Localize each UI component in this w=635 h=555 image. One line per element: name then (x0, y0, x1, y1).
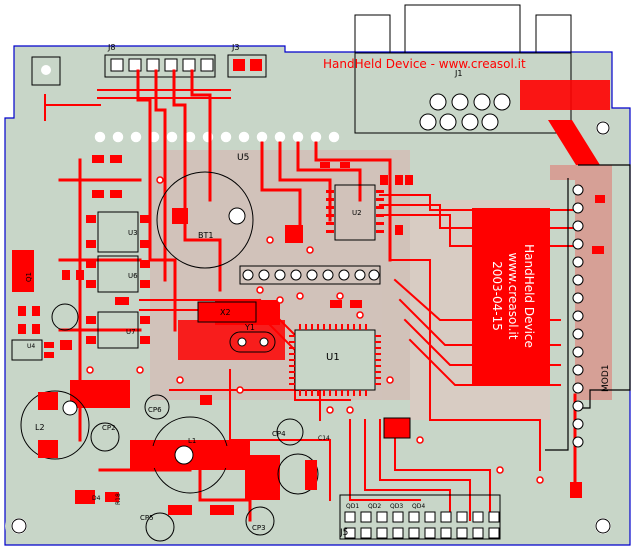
l2-inductor (20, 390, 90, 460)
cp5-label: CP5 (140, 514, 154, 522)
j5-connector (339, 494, 501, 540)
panel-line-3: 2003-04-15 (490, 261, 504, 331)
j3-label: J3 (231, 43, 239, 52)
y1-label: Y1 (244, 323, 255, 332)
r18-label: R18 (115, 493, 122, 505)
j5-label: J5 (339, 528, 348, 538)
u1-qfp (289, 324, 381, 396)
d4-label: D4 (92, 495, 101, 502)
q1-label: Q1 (25, 272, 33, 282)
j8-label: J8 (107, 43, 115, 52)
u2-ic (326, 184, 384, 241)
u3-label: U3 (128, 229, 138, 237)
c14-label: C14 (318, 435, 330, 442)
bt1-battery (156, 171, 254, 269)
u3-ic (86, 211, 150, 253)
cp6-label: CP6 (148, 406, 162, 414)
x2-crystal (197, 301, 257, 323)
qd2-label: QD2 (368, 503, 381, 510)
cp3-label: CP3 (252, 524, 266, 532)
qd4-label: QD4 (412, 503, 425, 510)
info-panel: HandHeld Device www.creasol.it 2003-04-1… (472, 208, 550, 384)
smd-parts (18, 155, 605, 515)
u2-label: U2 (352, 209, 362, 217)
u4-ic (11, 339, 54, 361)
cp4-label: CP4 (272, 430, 286, 438)
q1-transistor (12, 250, 34, 292)
l2-label: L2 (35, 423, 45, 432)
banner-text: HandHeld Device - www.creasol.it (323, 57, 526, 71)
u5-pad-row (93, 130, 341, 144)
panel-line-1: HandHeld Device (522, 244, 536, 348)
l1-label: L1 (188, 437, 196, 445)
j3-header (227, 54, 267, 78)
l1-inductor (145, 416, 229, 494)
vias (86, 176, 544, 484)
u7-label: U7 (126, 328, 136, 336)
qd1-label: QD1 (346, 503, 359, 510)
j1-label: J1 (454, 69, 462, 78)
u6-label: U6 (128, 272, 138, 280)
cp2-label: CP2 (102, 424, 116, 432)
u4-label: U4 (27, 343, 35, 350)
u1-label: U1 (326, 352, 340, 363)
bt1-label: BT1 (198, 231, 213, 240)
u6-ic (86, 255, 150, 293)
panel-line-2: www.creasol.it (506, 253, 520, 340)
center-header (239, 265, 381, 285)
j1-pads (419, 93, 511, 131)
mod1-outline (545, 164, 631, 451)
mounting-holes (5, 59, 617, 540)
x2-label: X2 (220, 308, 231, 317)
mod1-label: MOD1 (601, 364, 611, 392)
capacitors (51, 303, 319, 542)
mod1-pads (572, 184, 584, 448)
j8-header (104, 54, 216, 78)
qd3-label: QD3 (390, 503, 403, 510)
u7-ic (86, 311, 150, 349)
y1-crystal (229, 331, 276, 353)
u5-label: U5 (237, 153, 249, 163)
